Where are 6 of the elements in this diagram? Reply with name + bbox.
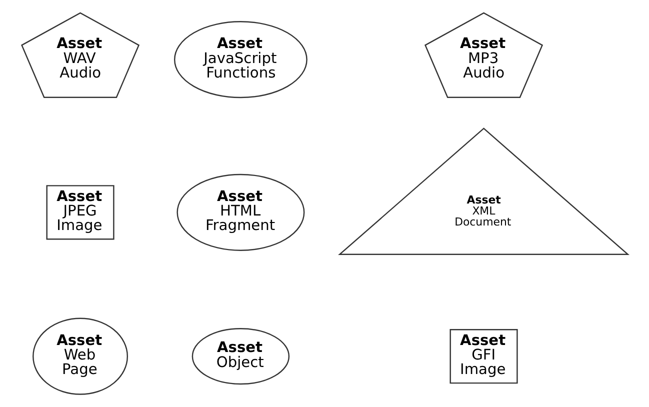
node-ellipse: Asset Object xyxy=(191,328,290,385)
node-box: Asset GFI Image xyxy=(449,328,518,384)
node-box: Asset JPEG Image xyxy=(46,185,114,240)
node-ellipse: Asset Web Page xyxy=(32,318,128,395)
node-ellipse: Asset HTML Fragment xyxy=(176,174,304,251)
node-ellipse: Asset JavaScript Functions xyxy=(174,21,307,98)
